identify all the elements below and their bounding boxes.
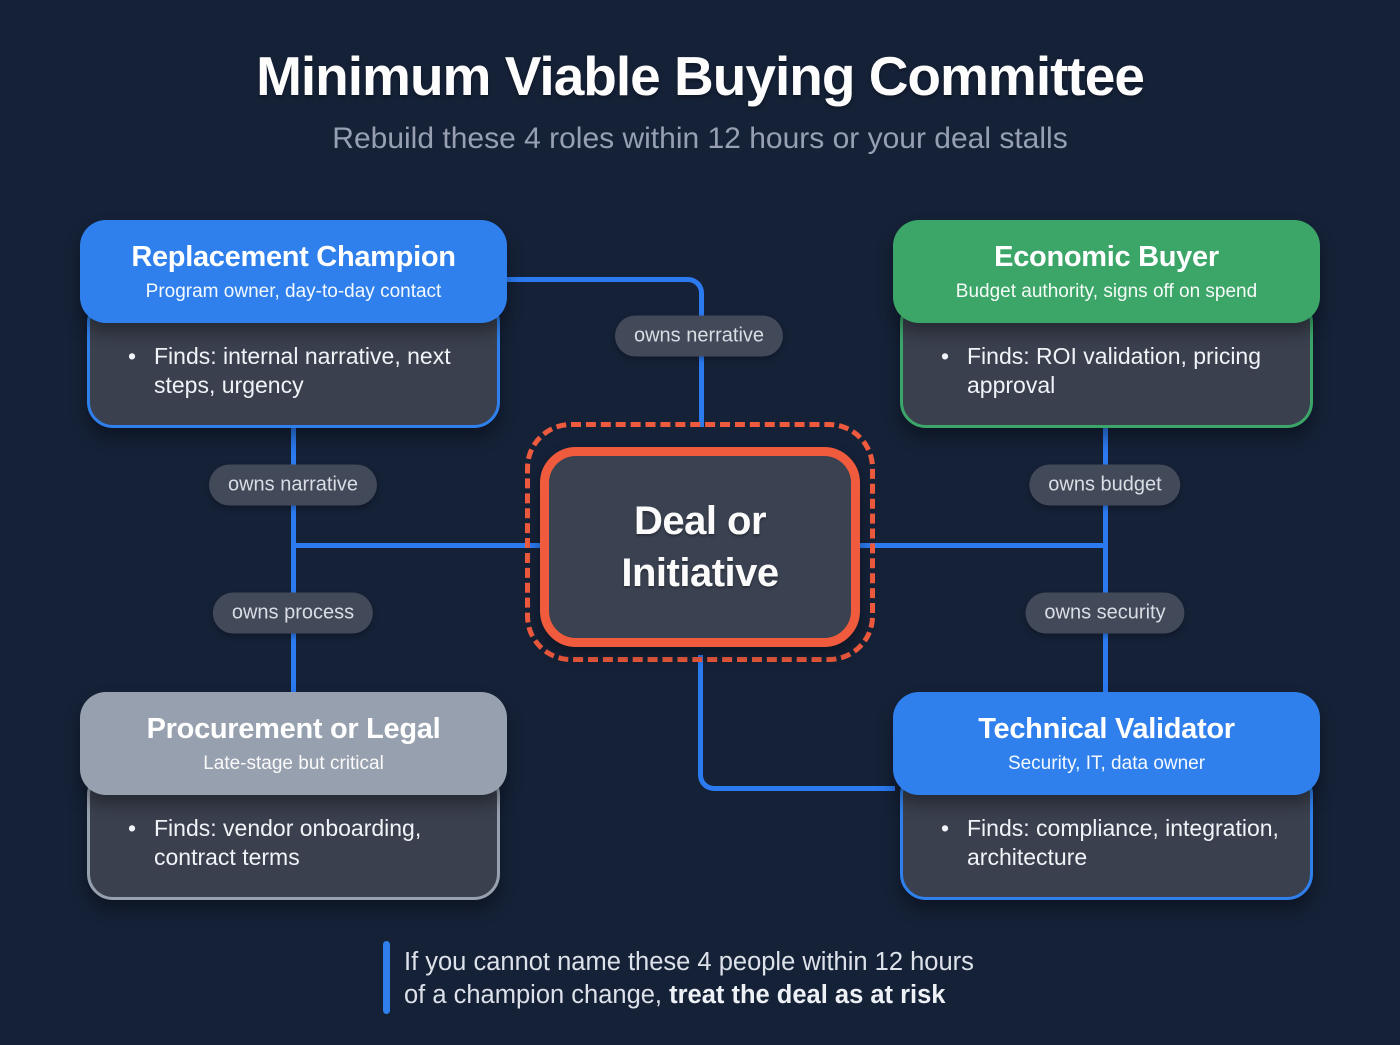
bullet-text: Finds: internal narrative, next steps, u… (154, 343, 451, 399)
edge-label-owns-narrative-top: owns nerrative (614, 315, 784, 357)
edge-label-owns-narrative-left: owns narrative (208, 464, 378, 506)
card-title: Procurement or Legal (146, 712, 441, 745)
center-node-label-line1: Deal or (633, 499, 767, 543)
footer-line2-normal: of a champion change, (404, 980, 670, 1009)
card-title: Economic Buyer (994, 240, 1219, 273)
bullet-text: Finds: ROI validation, pricing approval (967, 343, 1262, 399)
bullet-icon: • (128, 343, 137, 369)
card-header: Technical Validator Security, IT, data o… (893, 692, 1320, 795)
page-subtitle: Rebuild these 4 roles within 12 hours or… (332, 122, 1068, 155)
footer-line2-bold: treat the deal as at risk (669, 980, 946, 1009)
card-technical-validator: Technical Validator Security, IT, data o… (893, 692, 1320, 900)
connector-center-to-validator (698, 655, 895, 791)
card-subtitle: Security, IT, data owner (1007, 752, 1206, 774)
bullet-icon: • (941, 815, 950, 841)
center-node-deal-or-initiative: Deal or Initiative (540, 447, 860, 647)
card-economic-buyer: Economic Buyer Budget authority, signs o… (893, 220, 1320, 428)
edge-label-owns-security: owns security (1025, 592, 1185, 634)
connector-left-vertical (291, 408, 296, 694)
bullet-row: • Finds: compliance, integration, archit… (941, 814, 1298, 873)
footer-callout: If you cannot name these 4 people within… (404, 946, 974, 1011)
center-node-label-line2: Initiative (621, 551, 779, 595)
connector-right-vertical (1103, 408, 1108, 694)
card-header: Procurement or Legal Late-stage but crit… (80, 692, 507, 795)
bullet-row: • Finds: ROI validation, pricing approva… (941, 342, 1298, 401)
bullet-icon: • (128, 815, 137, 841)
footer-line2: of a champion change, treat the deal as … (404, 979, 974, 1012)
bullet-text: Finds: vendor onboarding, contract terms (154, 815, 422, 871)
bullet-row: • Finds: vendor onboarding, contract ter… (128, 814, 485, 873)
card-header: Economic Buyer Budget authority, signs o… (893, 220, 1320, 323)
card-subtitle: Late-stage but critical (203, 752, 384, 774)
card-subtitle: Program owner, day-to-day contact (145, 280, 442, 302)
bullet-row: • Finds: internal narrative, next steps,… (128, 342, 485, 401)
bullet-text: Finds: compliance, integration, architec… (967, 815, 1279, 871)
card-title: Replacement Champion (131, 240, 456, 273)
card-procurement-legal: Procurement or Legal Late-stage but crit… (80, 692, 507, 900)
card-replacement-champion: Replacement Champion Program owner, day-… (80, 220, 507, 428)
edge-label-owns-process: owns process (212, 592, 374, 634)
footer-accent-bar (383, 941, 390, 1014)
card-header: Replacement Champion Program owner, day-… (80, 220, 507, 323)
center-node-dashed-ring (525, 422, 875, 662)
bullet-icon: • (941, 343, 950, 369)
footer-line1: If you cannot name these 4 people within… (404, 948, 974, 976)
connector-right-to-center (858, 543, 1108, 548)
edge-label-owns-budget: owns budget (1029, 464, 1181, 506)
connector-left-to-center (293, 543, 543, 548)
card-subtitle: Budget authority, signs off on spend (955, 280, 1258, 302)
card-title: Technical Validator (978, 712, 1235, 745)
page-title: Minimum Viable Buying Committee (256, 45, 1145, 107)
